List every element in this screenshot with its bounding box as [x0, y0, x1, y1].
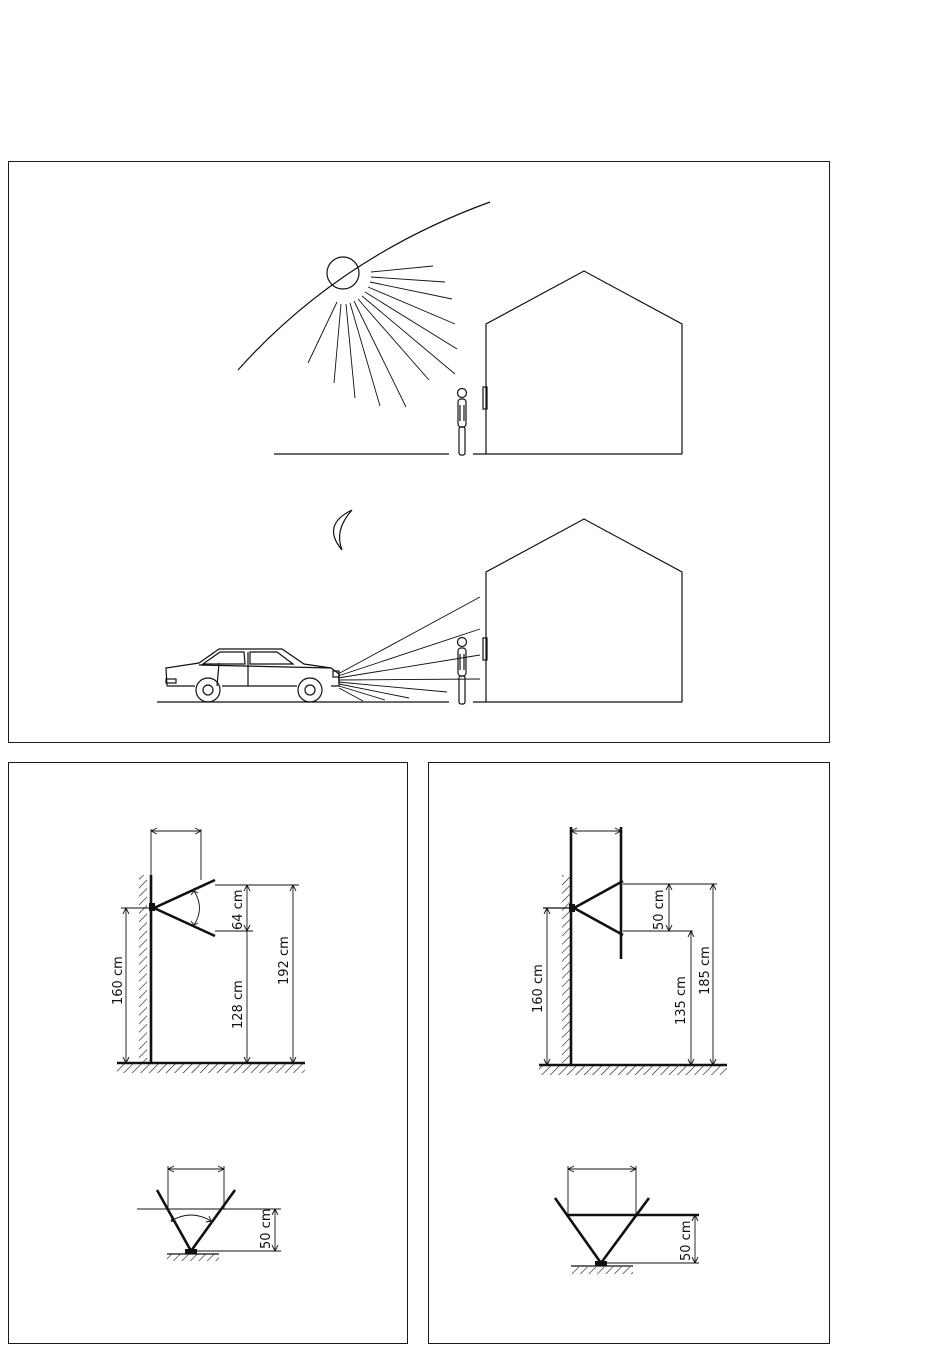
scene-illustration — [9, 162, 831, 744]
dim-label-upper-height: 192 cm — [277, 936, 292, 985]
floor-hatch-top — [167, 1254, 219, 1261]
house-outline — [486, 271, 682, 454]
dim-label-lower-height-right: 135 cm — [674, 976, 689, 1025]
top-view-standard: 50 cm — [137, 1166, 281, 1261]
house-outline-night — [486, 519, 682, 702]
wall-hatch-right — [562, 875, 570, 1065]
top-view-alternate: 50 cm — [555, 1166, 699, 1274]
dim-label-depth-right: 50 cm — [679, 1221, 694, 1262]
dim-label-mount-height: 160 cm — [111, 956, 126, 1005]
sun-icon — [327, 257, 359, 289]
detection-angle-arc-top — [171, 1215, 211, 1221]
night-scene — [157, 510, 682, 704]
dim-label-vertical-range: 64 cm — [231, 890, 246, 931]
floor-hatch-right — [539, 1066, 727, 1075]
day-scene — [238, 202, 682, 455]
scene-panel — [8, 161, 830, 743]
dim-label-lower-height: 128 cm — [231, 980, 246, 1029]
car-illustration — [166, 649, 339, 702]
dim-label-upper-height-right: 185 cm — [698, 946, 713, 995]
mounting-diagram-alternate-svg: 160 cm 50 cm 135 cm 185 cm — [429, 763, 831, 1345]
mounting-diagram-standard-svg: 160 cm 64 cm 128 cm 192 cm — [9, 763, 409, 1345]
person-figure — [458, 389, 467, 456]
floor-hatch-top-right — [571, 1267, 633, 1274]
side-view-standard: 160 cm 64 cm 128 cm 192 cm — [111, 828, 305, 1073]
moon-icon — [334, 510, 352, 550]
side-view-alternate: 160 cm 50 cm 135 cm 185 cm — [531, 827, 727, 1075]
sun-arc — [238, 202, 490, 370]
dim-label-vertical-range-right: 50 cm — [652, 890, 667, 931]
floor-hatch — [117, 1064, 305, 1073]
person-figure-night — [458, 638, 467, 705]
mounting-diagram-alternate: 160 cm 50 cm 135 cm 185 cm — [428, 762, 830, 1344]
wall-hatch — [139, 875, 147, 1063]
detection-angle-arc — [194, 891, 200, 925]
mounting-diagram-standard: 160 cm 64 cm 128 cm 192 cm — [8, 762, 408, 1344]
dim-label-depth: 50 cm — [259, 1209, 274, 1250]
sun-rays — [308, 266, 457, 407]
dim-label-mount-height-right: 160 cm — [531, 964, 546, 1013]
